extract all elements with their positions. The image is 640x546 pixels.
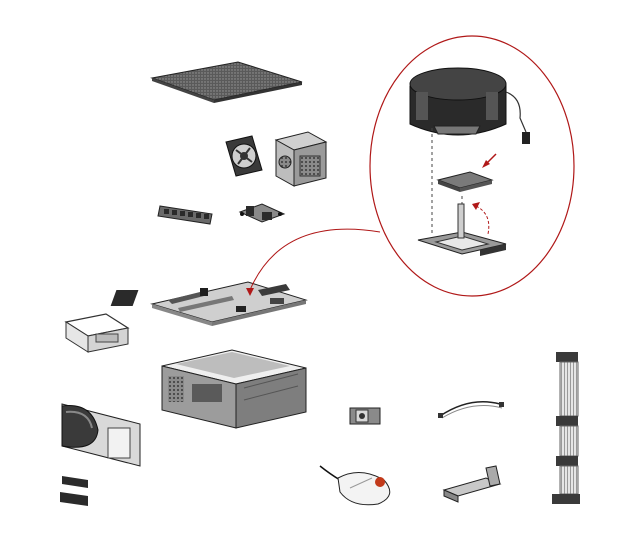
front-bezel [61,403,141,467]
system-fan [225,135,263,177]
socket-lever-arrow [472,202,490,235]
heatsink-fan-assembly [409,67,530,144]
mouse [319,465,391,506]
cable [438,401,504,419]
memory-module [157,205,213,225]
callout-circle [369,35,575,297]
processor-heatsink-mount [238,203,286,223]
processor-insert-arrow [482,153,497,168]
bay-covers [60,476,88,506]
drive-rail [442,465,502,503]
processor [436,171,494,192]
speaker [349,407,381,425]
callout-leader-arrow [246,228,381,296]
ribbon-cable [552,352,580,504]
chassis [161,349,307,429]
drive-bay-bracket [64,313,130,353]
system-board [110,281,308,326]
power-supply [274,131,328,187]
access-panel [150,61,303,103]
processor-socket [417,203,507,256]
